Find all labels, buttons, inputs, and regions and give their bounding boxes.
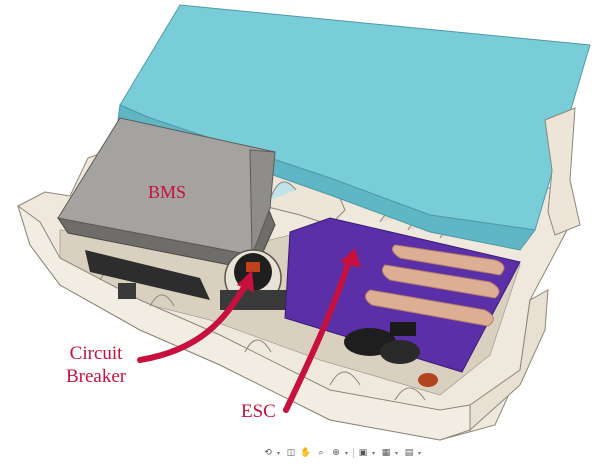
chevron-down-icon[interactable]: ▾ [372, 449, 376, 457]
chevron-down-icon[interactable]: ▾ [345, 449, 349, 457]
esc-label: ESC [241, 401, 276, 422]
lid-hinge-bracket [544, 107, 581, 236]
zoom-icon[interactable]: ⌕ [318, 448, 324, 458]
display-mode-icon[interactable]: ▣ [358, 448, 368, 458]
front-wall-arch [329, 371, 361, 386]
esc-connector [390, 322, 416, 336]
bms-wiring-block [85, 250, 210, 300]
chevron-down-icon[interactable]: ▾ [277, 449, 281, 457]
pan-icon[interactable]: ✋ [300, 448, 312, 458]
esc-arrowhead [340, 248, 361, 268]
bms-label: BMS [148, 182, 187, 202]
esc-arrow [283, 255, 353, 413]
grid-icon[interactable]: ▦ [381, 448, 391, 458]
circuit-breaker-label-line1: Circuit [69, 343, 123, 364]
esc-heat-pipe [365, 289, 494, 327]
fit-icon[interactable]: ⊕ [332, 448, 340, 458]
housing-right-wall [469, 289, 549, 432]
chevron-down-icon[interactable]: ▾ [395, 449, 399, 457]
circuit-breaker-label: Circuit Breaker [66, 342, 126, 388]
toolbar-divider [353, 448, 354, 458]
viewport-icon[interactable]: ▤ [404, 448, 414, 458]
bms-plate-bracket [249, 149, 276, 256]
circuit-breaker-arrow [137, 281, 249, 363]
esc-heat-pipe [381, 264, 500, 299]
esc-heat-pipe [391, 244, 505, 276]
esc-component [418, 373, 438, 387]
circuit-breaker-button [246, 262, 260, 272]
circuit-breaker-label-line2: Breaker [66, 366, 127, 387]
back-wall-arch [269, 181, 297, 201]
front-wall-arch [149, 294, 175, 307]
viewport-toolbar: ⟲ ▾ ◫ ✋ ⌕ ⊕ ▾ ▣ ▾ ▦ ▾ ▤ ▾ [262, 446, 423, 460]
orbit-icon[interactable]: ⟲ [264, 448, 272, 458]
front-wall-arch [394, 387, 426, 401]
look-at-icon[interactable]: ◫ [286, 448, 296, 458]
chevron-down-icon[interactable]: ▾ [418, 449, 422, 457]
front-wall-arch [244, 339, 272, 353]
circuit-breaker-arrowhead [237, 270, 254, 292]
side-port [118, 283, 136, 299]
esc-capacitor [380, 340, 420, 364]
